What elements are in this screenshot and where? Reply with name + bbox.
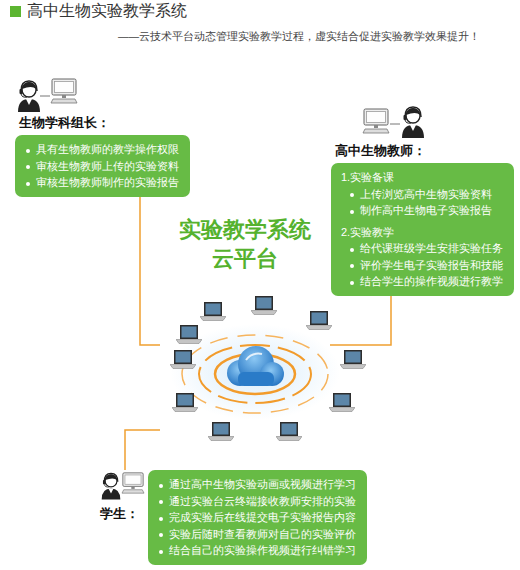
laptop	[306, 311, 332, 330]
role-node: 学生：通过高中生物实验动画或视频进行学习通过实验台云终端接收教师安排的实验完成实…	[100, 470, 367, 565]
heading-column: 学生：	[100, 470, 148, 523]
duty-box: 具有生物教师的教学操作权限审核生物教师上传的实验资料审核生物教师制作的实验报告	[15, 135, 190, 197]
person-icon	[402, 107, 424, 138]
duty-box: 1.实验备课上传浏览高中生物实验资料制作高中生物电子实验报告 2.实验教学给代课班…	[331, 163, 514, 296]
duty-item: 给代课班级学生安排实验任务	[349, 240, 503, 257]
signal-ring	[199, 345, 311, 403]
duty-item: 完成实验后在线提交电子实验报告内容	[158, 509, 356, 526]
role-heading: 高中生物教师：	[335, 143, 514, 160]
role-node: 高中生物教师： 1.实验备课上传浏览高中生物实验资料制作高中生物电子实验报告 2.实…	[331, 143, 514, 296]
connector-line	[140, 197, 160, 346]
laptop	[208, 422, 234, 441]
computer-icon	[122, 473, 144, 493]
duty-item: 实验后随时查看教师对自己的实验评价	[158, 526, 356, 543]
duty-item: 具有生物教师的教学操作权限	[25, 141, 179, 158]
cloud	[227, 346, 284, 386]
computer-icon	[51, 79, 77, 103]
person-icon	[18, 81, 40, 112]
connector-line	[125, 430, 160, 470]
subtitle-text: ——云技术平台动态管理实验教学过程，虚实结合促进实验教学效果提升！	[118, 30, 480, 44]
laptop	[251, 296, 277, 315]
connector-line	[330, 296, 391, 346]
laptop	[176, 325, 202, 344]
role-heading: 学生：	[100, 506, 148, 523]
duty-item: 通过高中生物实验动画或视频进行学习	[158, 476, 356, 493]
cloud-network	[170, 296, 366, 441]
section-heading: 2.实验教学	[341, 224, 503, 241]
role-row: 学生：通过高中生物实验动画或视频进行学习通过实验台云终端接收教师安排的实验完成实…	[100, 470, 367, 565]
icon-link	[40, 96, 50, 97]
duty-item: 上传浏览高中生物实验资料	[349, 186, 503, 203]
signal-ring	[182, 335, 328, 413]
laptop	[329, 393, 355, 412]
laptop	[200, 302, 226, 321]
laptops	[170, 296, 366, 441]
duty-item: 结合学生的操作视频进行教学	[349, 273, 503, 290]
glow	[170, 324, 340, 420]
duty-item: 制作高中生物电子实验报告	[349, 202, 503, 219]
duty-item: 结合自己的实验操作视频进行纠错学习	[158, 542, 356, 559]
laptop	[340, 350, 366, 369]
computer-icon	[363, 109, 389, 133]
icon-link	[390, 124, 400, 125]
person-icon	[102, 473, 121, 499]
laptop	[170, 350, 196, 369]
platform-node: 实验教学系统 云平台	[160, 212, 330, 462]
duty-item: 通过实验台云终端接收教师安排的实验	[158, 493, 356, 510]
platform-title: 实验教学系统 云平台	[170, 216, 320, 273]
section-heading: 1.实验备课	[341, 169, 503, 186]
diagram-title: 高中生物实验教学系统	[27, 1, 187, 22]
duty-item: 评价学生电子实验报告和技能	[349, 257, 503, 274]
role-heading: 生物学科组长：	[19, 115, 190, 132]
title-mark	[10, 6, 21, 17]
role-node: 生物学科组长： 具有生物教师的教学操作权限审核生物教师上传的实验资料审核生物教师制…	[15, 115, 190, 197]
duty-item: 审核生物教师制作的实验报告	[25, 174, 179, 191]
laptop	[276, 422, 302, 441]
duty-item: 审核生物教师上传的实验资料	[25, 158, 179, 175]
duty-box: 通过高中生物实验动画或视频进行学习通过实验台云终端接收教师安排的实验完成实验后在…	[148, 470, 367, 565]
laptop	[172, 393, 198, 412]
